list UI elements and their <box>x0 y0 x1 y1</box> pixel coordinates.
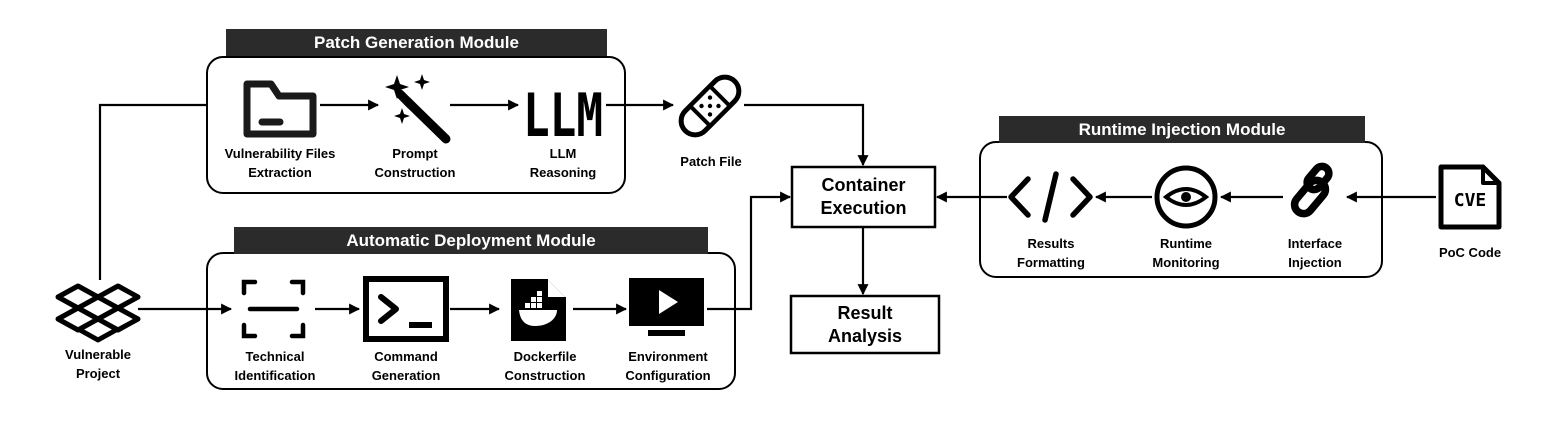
bandage-icon <box>678 74 742 138</box>
cve-file-icon: CVE <box>1438 164 1502 230</box>
vulnerable-project-label: Vulnerable Project <box>65 347 131 381</box>
deploy-module-title: Automatic Deployment Module <box>234 227 708 254</box>
docker-file-icon <box>511 279 566 341</box>
magic-wand-icon <box>385 74 451 144</box>
llm-reasoning-label: LLM Reasoning <box>529 146 597 180</box>
folder-icon <box>243 80 317 138</box>
cve-glyph: CVE <box>1454 190 1487 211</box>
prompt-construction-label: Prompt Construction <box>374 146 456 180</box>
command-generation-label: Command Generation <box>371 349 441 383</box>
eye-icon <box>1154 165 1218 229</box>
patch-module-title: Patch Generation Module <box>226 29 607 56</box>
container-execution-box <box>790 165 937 229</box>
link-icon <box>1290 162 1333 218</box>
container-execution-label: Container Execution <box>820 175 907 218</box>
code-brackets-icon <box>1008 171 1093 223</box>
result-analysis-label: Result Analysis <box>827 302 903 346</box>
interface-injection-label: Interface Injection <box>1287 236 1343 270</box>
patch-module-frame <box>206 56 626 194</box>
dockerfile-construction-label: Dockerfile Construction <box>504 349 586 383</box>
connector-arrows <box>98 99 1436 315</box>
monitor-play-icon <box>629 278 704 336</box>
dropbox-icon <box>55 283 141 343</box>
patch-file-label: Patch File <box>680 154 742 169</box>
scan-frame-icon <box>241 279 306 339</box>
result-analysis-box <box>789 294 941 355</box>
technical-identification-label: Technical Identification <box>234 349 316 383</box>
environment-configuration-label: Environment Configuration <box>625 349 711 383</box>
runtime-monitoring-label: Runtime Monitoring <box>1152 236 1220 270</box>
terminal-icon <box>363 276 449 342</box>
results-formatting-label: Results Formatting <box>1017 236 1085 270</box>
llm-icon: LLM <box>523 81 603 151</box>
vulnerability-files-label: Vulnerability Files Extraction <box>224 146 336 180</box>
runtime-module-title: Runtime Injection Module <box>999 116 1365 143</box>
poc-code-label: PoC Code <box>1438 245 1502 260</box>
